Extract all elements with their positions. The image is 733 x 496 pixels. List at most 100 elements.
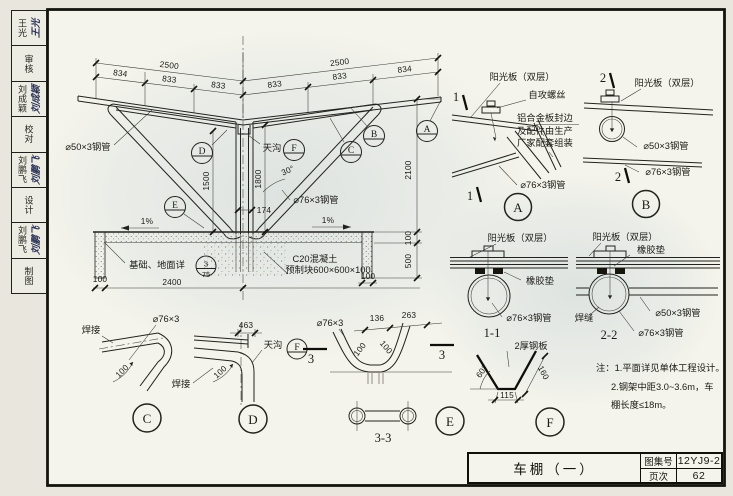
pipe-label-c: ⌀76×3	[153, 314, 180, 324]
note-line-2: 2.钢架中距3.0~3.6m，车	[611, 381, 714, 392]
general-notes: 注：1.平面详见单体工程设计。 2.钢架中距3.0~3.6m，车 棚长度≤18m…	[596, 362, 725, 410]
signature-strip: 王光 王光 审核 刘成颖 刘成颖 校对 刘鹏飞 刘鹏飞 设计 刘鹏飞 刘鹏飞 制…	[11, 10, 47, 294]
designer-name-cell: 刘鹏飞 刘鹏飞	[12, 153, 46, 188]
dim-833-l1: 833	[162, 73, 178, 85]
dim-1500: 1500	[201, 171, 211, 190]
ref-letter-f: F	[291, 144, 296, 154]
checker-name: 刘成颖	[17, 84, 28, 114]
pipe76-label: ⌀76×3钢管	[293, 194, 338, 205]
section-2-2-view: 阳光板（双层） 橡胶垫 焊缝 ⌀50×3钢管 ⌀76×3钢管 2-2	[575, 231, 720, 342]
ref-letter-f-d: F	[294, 343, 299, 353]
ref-page: 75	[202, 270, 210, 279]
dim-834-r: 834	[397, 63, 413, 75]
ref-bubble-c: C	[329, 117, 362, 163]
steel-frame-right	[248, 103, 382, 240]
atlas-label: 图集号	[641, 454, 677, 469]
section-1-1-view: 阳光板（双层） 橡胶垫 ⌀76×3钢管 1-1	[450, 232, 568, 340]
dim-100-right: 100	[361, 271, 376, 281]
drafter-name: 刘鹏飞	[17, 226, 28, 255]
dim-115: 115	[500, 390, 514, 400]
ref-letter-e: E	[172, 201, 178, 211]
panel-label-11: 阳光板（双层）	[487, 232, 552, 243]
precast-label: 预制块600×600×100	[285, 264, 370, 275]
panel-label-b: 阳光板（双层）	[634, 77, 699, 88]
note-line-1: 注：1.平面详见单体工程设计。	[596, 362, 725, 373]
detail-letter-a: A	[513, 200, 523, 215]
detail-letter-c: C	[143, 411, 152, 426]
dim-total-right: 2500	[329, 56, 350, 68]
slope-annotation-left: 1%	[121, 216, 159, 231]
screw-label: 自攻螺丝	[528, 89, 565, 100]
dim-174: 174	[257, 205, 272, 215]
ref-bubble-e: E	[164, 196, 205, 229]
concrete-label: C20混凝土	[293, 253, 338, 264]
checker-name-cell: 刘成颖 刘成颖	[12, 82, 46, 118]
weld-label-d: 焊接	[172, 378, 191, 389]
drafter-signature: 刘鹏飞	[31, 225, 43, 256]
dim-833-r2: 833	[332, 70, 348, 82]
drawing-title: 车棚（一）	[469, 454, 641, 482]
checker-role: 校对	[23, 124, 34, 144]
checker-role-cell: 校对	[12, 117, 46, 153]
rubber-label-22: 橡胶垫	[637, 244, 666, 255]
designer-role-cell: 设计	[12, 188, 46, 224]
pipe50-label: ⌀50×3钢管	[65, 141, 110, 152]
dim-1800: 1800	[253, 169, 263, 188]
section-title-33: 3-3	[375, 431, 392, 445]
weld-label-22: 焊缝	[575, 312, 594, 323]
drafter-role-cell: 制图	[12, 259, 46, 293]
detail-letter-e: E	[446, 414, 454, 429]
cut-mark-1-top: 1	[453, 90, 459, 104]
pipe76-label-b: ⌀76×3钢管	[645, 166, 690, 177]
dim-total-left: 2500	[159, 59, 180, 71]
pipe76-label-11: ⌀76×3钢管	[506, 312, 551, 323]
dim-136: 136	[370, 313, 385, 323]
edge-note-2: 及配件由生产	[517, 125, 573, 136]
dim-ticks-height	[413, 95, 421, 282]
rubber-label-11: 橡胶垫	[526, 275, 555, 286]
dim-2100: 2100	[403, 160, 413, 179]
slope-annotation-right: 1%	[312, 215, 351, 230]
foundation-note: 基础、地面详	[129, 259, 185, 270]
pipe76-label-22: ⌀76×3钢管	[638, 327, 683, 338]
cut-mark-3-right: 3	[439, 348, 445, 362]
foundation-slab	[93, 231, 374, 279]
designer-name: 刘鹏飞	[17, 155, 28, 184]
ref-letter-a: A	[424, 125, 431, 135]
ref-bubble-b: B	[349, 106, 385, 147]
ref-bubble-f: F	[283, 139, 305, 161]
elevation-view: 2500 834 833 833 2500 833 833 834	[65, 36, 442, 300]
weld-label-c: 焊接	[82, 324, 101, 335]
foundation-ref-bubble: 3 75	[195, 255, 217, 279]
scan-tint	[30, 25, 540, 365]
pipe50-label-b: ⌀50×3钢管	[643, 140, 688, 151]
edge-note-3: 厂家配套组装	[517, 137, 573, 148]
detail-bubble-b	[631, 189, 661, 219]
note-line-3: 棚长度≤18m。	[611, 399, 671, 410]
ref-letter-d: D	[199, 147, 206, 157]
detail-e-view: 136 263 ⌀76×3 100 100 3 3 3-3 E	[303, 310, 465, 445]
ref-number: 3	[204, 260, 208, 269]
gutter-label-d: 天沟	[264, 339, 283, 350]
page-number: 62	[692, 470, 706, 482]
scan-tint-2	[425, 170, 725, 410]
panel-label-22: 阳光板（双层）	[592, 231, 657, 242]
ref-bubble-d: D	[191, 129, 228, 164]
section-title-11: 1-1	[484, 326, 501, 340]
designer-signature: 刘鹏飞	[31, 154, 43, 185]
designer-role: 设计	[23, 195, 34, 215]
detail-bubble-a	[503, 192, 533, 222]
detail-letter-f: F	[546, 415, 553, 430]
plate-label-f: 2厚钢板	[514, 340, 547, 351]
checker-signature: 刘成颖	[31, 84, 43, 115]
reviewer-name-cell: 王光 王光	[12, 11, 46, 47]
slope-right-label: 1%	[322, 215, 335, 225]
gutter-label: 天沟	[263, 142, 282, 153]
title-block: 车棚（一） 图集号 12YJ9-2 页次 62	[467, 452, 723, 484]
cut-mark-1-bottom: 1	[467, 189, 473, 203]
page-label: 页次	[641, 469, 677, 483]
dim-500: 500	[403, 254, 413, 269]
pipe-label-e: ⌀76×3	[317, 318, 344, 328]
dim-2400: 2400	[162, 277, 181, 287]
